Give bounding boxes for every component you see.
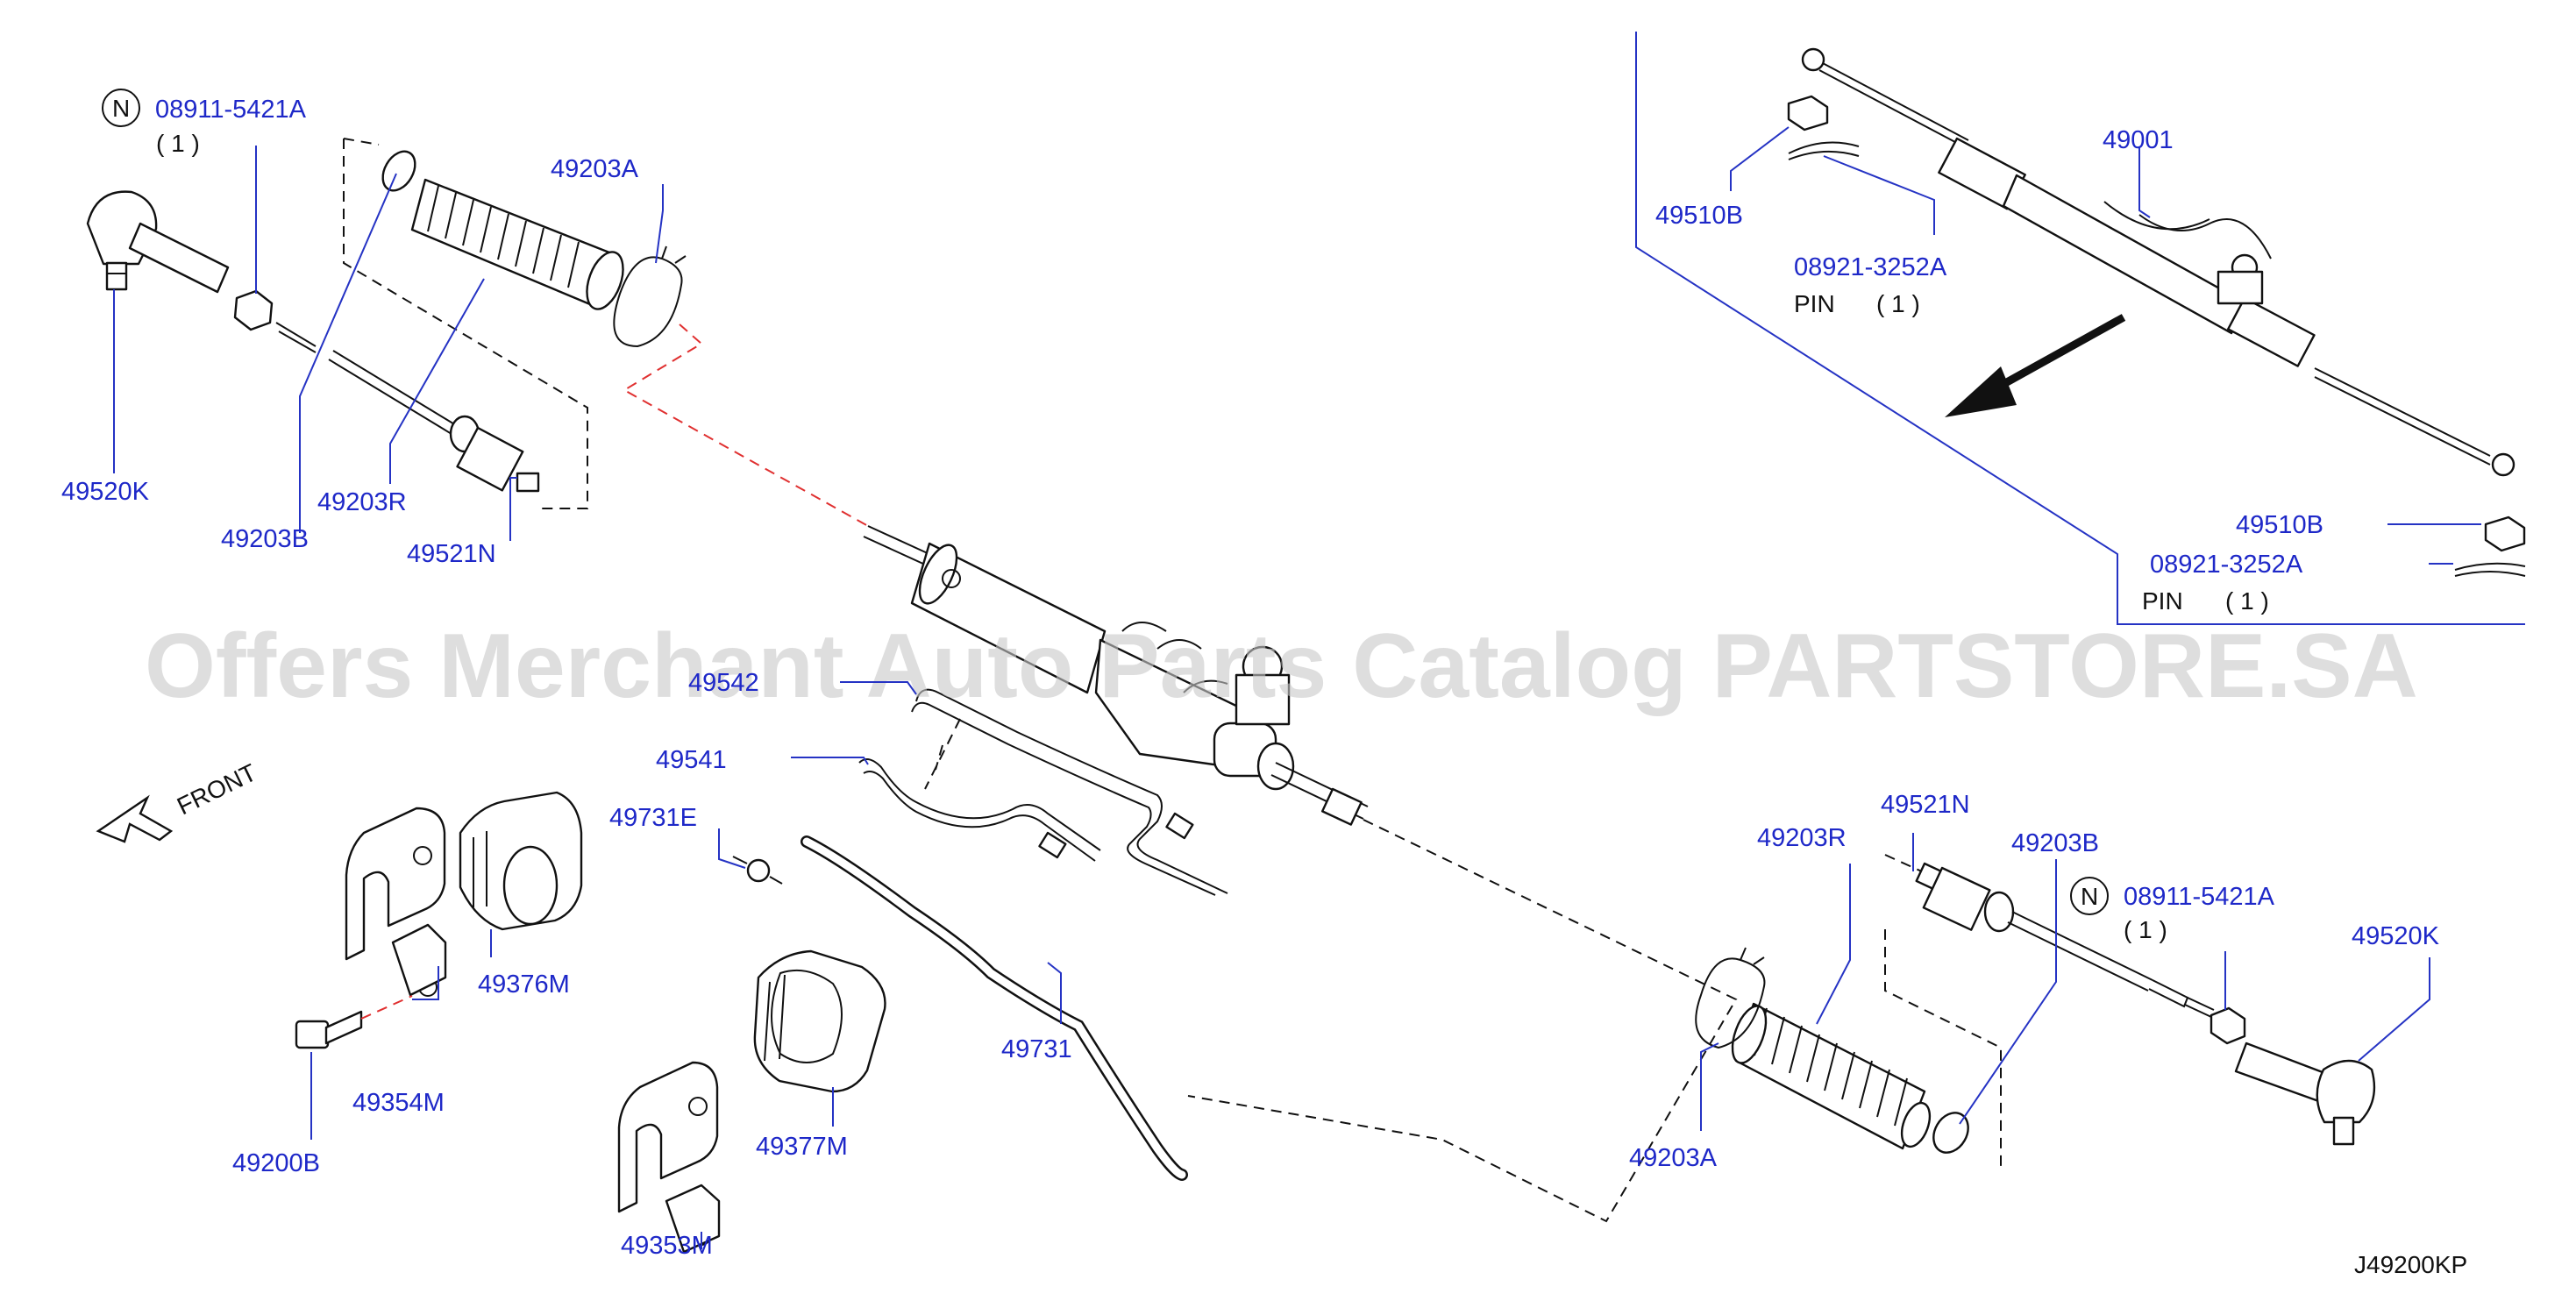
bolt: [295, 995, 413, 1049]
label-49542: 49542: [688, 669, 759, 697]
n-symbol-left-text: N: [112, 95, 130, 122]
left-tie-rod-group: N 08911-5421A ( 1 ) 49203A 49520K 49203R…: [61, 89, 869, 568]
insulator-left: [753, 949, 886, 1093]
boot-clamp-left: [613, 256, 683, 348]
label-pin-qty-top: ( 1 ): [1876, 290, 1920, 317]
diagram-code: J49200KP: [2354, 1251, 2467, 1278]
nut-right: [2210, 1006, 2246, 1045]
hose: [801, 835, 1188, 1181]
label-49203a-right: 49203A: [1629, 1144, 1718, 1172]
tie-rod-end-right: [2234, 1042, 2376, 1146]
label-49200b: 49200B: [232, 1149, 320, 1177]
mount-clamp-left: [617, 1061, 721, 1254]
label-49521n-left: 49521N: [407, 540, 496, 568]
label-49510b-bottom: 49510B: [2236, 511, 2323, 539]
label-49376m: 49376M: [478, 970, 570, 999]
tube-lower: [858, 758, 1101, 851]
label-49203b-left: 49203B: [221, 525, 309, 553]
label-49203b-right: 49203B: [2011, 829, 2099, 857]
n-symbol-right-text: N: [2081, 883, 2098, 910]
label-49353m: 49353M: [621, 1232, 713, 1260]
steering-rack-assembly-small: [1801, 47, 2516, 477]
label-qty-left: ( 1 ): [156, 130, 200, 157]
cotter-pin-top: [1788, 141, 1860, 160]
label-49203a-left: 49203A: [551, 155, 639, 183]
label-08911-5421a-left: 08911-5421A: [155, 96, 307, 124]
front-indicator: FRONT: [96, 758, 260, 843]
inner-socket-left: [275, 322, 540, 493]
castle-nut-top: [1787, 95, 1829, 132]
label-49203r-right: 49203R: [1757, 824, 1847, 852]
steering-gear-housing: [858, 525, 1738, 1223]
label-49731: 49731: [1001, 1035, 1072, 1063]
label-49354m: 49354M: [352, 1089, 445, 1117]
inset-assembly-view: 49001 49510B 08921-3252A PIN ( 1 ) 49510…: [1635, 32, 2526, 625]
cotter-pin-bottom: [2454, 562, 2526, 577]
n-symbol-right: [2070, 877, 2109, 915]
inner-socket-right: [1915, 862, 2215, 1018]
label-49203r-left: 49203R: [317, 488, 407, 516]
label-49731e: 49731E: [609, 804, 697, 832]
label-49520k-right: 49520K: [2352, 922, 2440, 950]
castle-nut-bottom: [2484, 515, 2526, 552]
tie-rod-end-left: [86, 190, 230, 294]
boot-right: [1731, 1002, 1932, 1150]
direction-arrow: [1945, 314, 2126, 417]
label-49001: 49001: [2103, 126, 2174, 154]
label-49510b-top: 49510B: [1655, 202, 1743, 230]
label-49520k-left: 49520K: [61, 478, 150, 506]
insulator-right: [459, 791, 583, 931]
label-49541: 49541: [656, 746, 727, 774]
label-pin-top: PIN: [1794, 290, 1835, 317]
boot-clamp-right: [1695, 957, 1766, 1049]
band-left: [381, 150, 416, 192]
band-right: [1932, 1112, 1969, 1154]
boot-left: [410, 178, 624, 310]
label-08921-3252a-bottom: 08921-3252A: [2150, 551, 2303, 579]
nut-left: [233, 289, 274, 331]
n-symbol-left: [102, 89, 140, 127]
hose-clip: [732, 856, 783, 885]
label-pin-qty-bottom: ( 1 ): [2225, 587, 2269, 615]
right-tie-rod-group: 49203R 49521N 49203B N 08911-5421A ( 1 )…: [1629, 791, 2440, 1172]
label-49521n-right: 49521N: [1881, 791, 1970, 819]
label-49377m: 49377M: [756, 1133, 848, 1161]
label-08921-3252a-top: 08921-3252A: [1794, 253, 1947, 281]
front-label: FRONT: [173, 758, 260, 820]
watermark: Offers Merchant Auto Parts Catalog PARTS…: [145, 615, 2418, 717]
label-qty-right: ( 1 ): [2124, 916, 2167, 943]
label-pin-bottom: PIN: [2142, 587, 2183, 615]
tube-upper: [915, 688, 1228, 894]
mount-clamp-right: [345, 807, 447, 997]
label-08911-5421a-right: 08911-5421A: [2124, 883, 2275, 911]
